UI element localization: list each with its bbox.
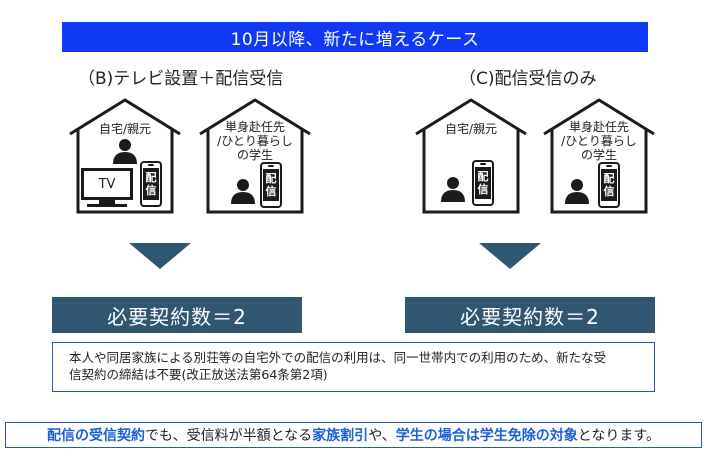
case-b-home-house: 自宅/親元 TV 配 信 [66,96,184,216]
phone-label-1: 配 [145,171,157,184]
phone-label-2: 信 [265,185,277,198]
footer-text: や、 [368,428,396,444]
case-b-single-house: 単身赴任先 /ひとり暮らし の学生 配 信 [196,96,314,216]
case-c-title: （C)配信受信のみ [459,69,597,89]
header-title: 10月以降、新たに増えるケース [230,29,480,50]
case-c-home-house: 自宅/親元 配 信 [412,96,530,216]
phone-label-2: 信 [145,184,157,197]
person-icon [565,179,589,204]
note-line1: 本人や同居家族による別荘等の自宅外での配信の利用は、同一世帯内での利用のため、新… [69,350,607,365]
note-line2: 信契約の締結は不要(改正放送法第64条第2項) [69,367,328,382]
case-b-result: 必要契約数＝2 [52,297,302,333]
house-label: 単身赴任先 /ひとり暮らし の学生 [540,120,658,162]
house-label-line2: /ひとり暮らし [217,134,293,148]
footer-text: でも、受信料が半額となる [145,428,313,444]
phone-label-2: 信 [603,185,615,198]
phone-icon: 配 信 [260,162,282,208]
phone-icon: 配 信 [598,162,620,208]
phone-label-1: 配 [477,170,489,183]
footer-highlight-contract: 配信の受信契約 [47,428,146,444]
header-banner: 10月以降、新たに増えるケース [62,22,648,52]
house-label: 単身赴任先 /ひとり暮らし の学生 [196,120,314,162]
phone-label-1: 配 [265,172,277,185]
case-b-title: （B)テレビ設置＋配信受信 [78,69,284,89]
case-c-single-house: 単身赴任先 /ひとり暮らし の学生 配 信 [540,96,658,216]
house-label: 自宅/親元 [98,122,152,136]
footer-highlight-family-discount: 家族割引 [312,428,369,444]
house-label: 自宅/親元 [444,122,498,136]
house-icon [199,98,311,214]
phone-icon: 配 信 [140,161,162,207]
tv-label: TV [98,176,116,192]
tv-icon: TV [81,168,141,208]
footer-highlight-student-exemption: 学生の場合は学生免除の対象 [395,428,578,444]
case-b-result-text: 必要契約数＝2 [107,304,247,329]
person-icon [441,177,465,202]
case-c-result: 必要契約数＝2 [405,297,655,333]
house-label-line1: 単身赴任先 [568,120,629,134]
house-icon [415,98,527,214]
phone-icon: 配 信 [472,160,494,206]
house-icon [69,98,181,214]
footer-box: 配信の受信契約でも、受信料が半額となる家族割引や、学生の場合は学生免除の対象とな… [5,422,702,448]
footer-text: となります。 [577,428,660,444]
phone-label-1: 配 [603,172,615,185]
house-label-line3: の学生 [236,148,273,162]
house-label-line1: 単身赴任先 [224,120,285,134]
down-arrow-icon [129,243,191,269]
down-arrow-icon [479,243,541,269]
phone-label-2: 信 [477,183,489,196]
person-icon [231,179,255,204]
house-label-line2: /ひとり暮らし [561,134,637,148]
note-box: 本人や同居家族による別荘等の自宅外での配信の利用は、同一世帯内での利用のため、新… [52,342,655,392]
house-icon [543,98,655,214]
person-icon [113,139,137,164]
case-c-result-text: 必要契約数＝2 [460,304,600,329]
house-label-line3: の学生 [580,148,617,162]
